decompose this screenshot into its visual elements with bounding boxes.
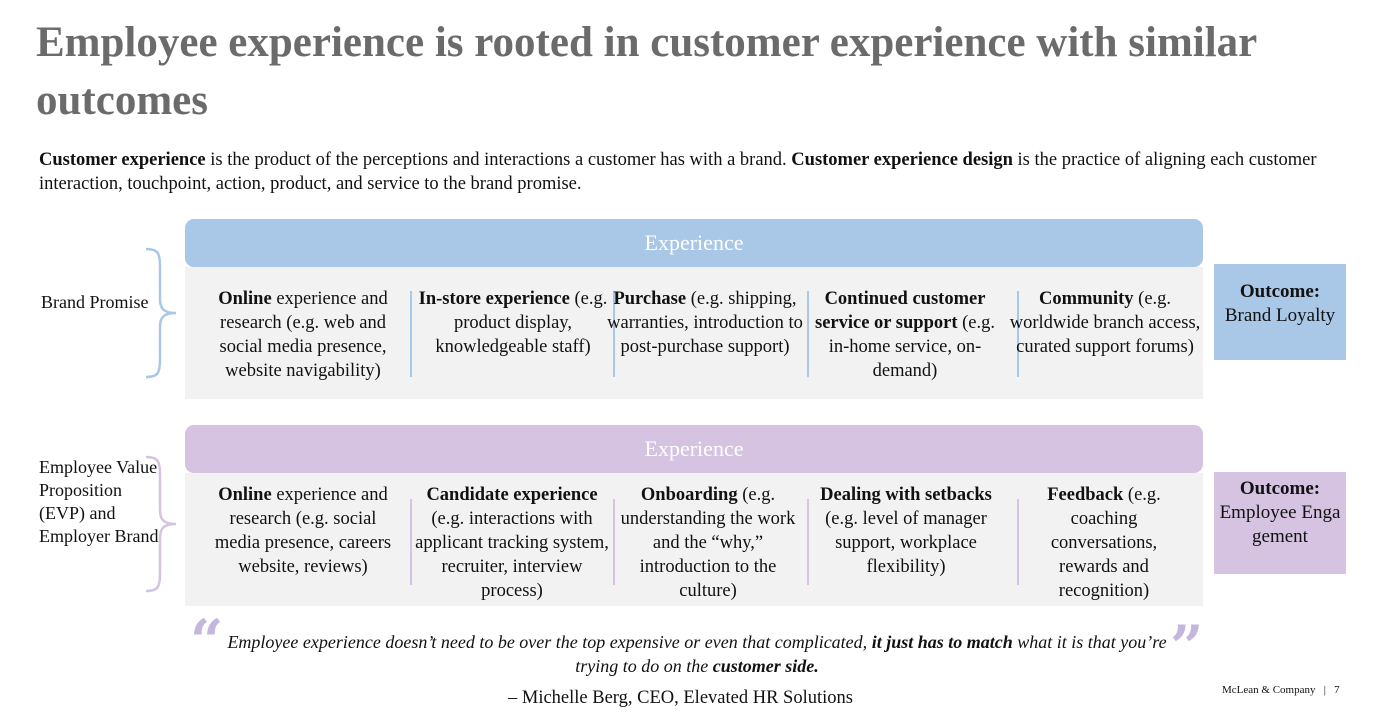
outcome-title: Outcome: [1239,478,1321,499]
customer-col-continued-service: Continued customer service or support (e… [807,287,1003,383]
intro-text-1: is the product of the perceptions and in… [205,150,792,170]
quote-text-2: what it is that you’re trying to do on t… [575,632,1167,676]
column-divider [410,291,412,377]
employee-col-onboarding: Onboarding (e.g. understanding the work … [611,483,805,603]
evp-label: Employee Value Proposition (EVP) and Emp… [39,457,159,546]
customer-col-online-title: Online [218,289,272,309]
employee-col-online-text: experience and research (e.g. social med… [214,485,392,577]
employee-col-setbacks-title: Dealing with setbacks [820,485,992,505]
open-quote-icon: “ [190,607,224,675]
column-divider [1017,499,1019,585]
customer-col-online: Online experience and research (e.g. web… [205,287,401,383]
quote-emphasis-1: it just has to match [871,632,1013,652]
employee-col-feedback: Feedback (e.g. coaching conversations, r… [1031,483,1177,603]
intro-term-cx-design: Customer experience design [791,150,1013,170]
customer-col-purchase-title: Purchase [613,289,687,309]
column-divider [410,499,412,585]
employee-col-setbacks: Dealing with setbacks (e.g. level of man… [811,483,1001,579]
customer-col-continued-service-text: (e.g. in-home service, on-demand) [828,313,995,381]
brand-promise-brace [145,247,177,379]
customer-col-in-store: In-store experience (e.g. product displa… [415,287,611,359]
evp-brace [145,455,177,593]
employee-col-online: Online experience and research (e.g. soc… [205,483,401,579]
quote-text-1: Employee experience doesn’t need to be o… [227,632,872,652]
employee-col-onboarding-text: (e.g. understanding the work and the “wh… [620,485,796,601]
column-divider [613,499,615,585]
employee-engagement-outcome: Outcome: Employee Engagement [1214,472,1346,574]
brand-loyalty-outcome: Outcome: Brand Loyalty [1214,264,1346,360]
customer-col-purchase-text: (e.g. shipping, warranties, introduction… [607,289,803,357]
employee-experience-header: Experience [185,425,1203,473]
intro-paragraph: Customer experience is the product of th… [39,148,1339,196]
customer-col-in-store-text: (e.g. product display, knowledgeable sta… [435,289,608,357]
page-title: Employee experience is rooted in custome… [36,19,1257,124]
intro-term-customer-experience: Customer experience [39,150,206,170]
customer-col-continued-service-title: Continued customer service or support [815,289,986,333]
employee-col-feedback-title: Feedback [1047,485,1124,505]
employee-col-online-title: Online [218,485,272,505]
employee-col-feedback-text: (e.g. coaching conversations, rewards an… [1050,485,1161,601]
column-divider [807,291,809,377]
customer-col-community-text: (e.g. worldwide branch access, curated s… [1009,289,1201,357]
employee-col-candidate: Candidate experience (e.g. interactions … [415,483,609,603]
employee-col-setbacks-text: (e.g. level of manager support, workplac… [825,509,987,577]
employee-col-candidate-text: (e.g. interactions with applicant tracki… [415,509,609,601]
outcome-title: Outcome: [1239,281,1321,302]
testimonial-quote: Employee experience doesn’t need to be o… [222,630,1172,678]
column-divider [613,291,615,377]
brand-promise-label: Brand Promise [41,292,149,312]
column-divider [807,499,809,585]
outcome-value: Brand Loyalty [1224,305,1336,326]
customer-col-in-store-title: In-store experience [418,289,570,309]
employee-experience-panel: Online experience and research (e.g. soc… [185,473,1203,606]
customer-col-purchase: Purchase (e.g. shipping, warranties, int… [607,287,803,359]
intro-text-2: is the practice of aligning each custome… [39,150,1317,194]
employee-col-candidate-title: Candidate experience [426,485,598,505]
close-quote-icon: ” [1170,613,1204,681]
customer-col-online-text: experience and research (e.g. web and so… [219,289,388,381]
customer-col-community-title: Community [1038,289,1134,309]
quote-attribution: – Michelle Berg, CEO, Elevated HR Soluti… [508,688,853,708]
employee-col-onboarding-title: Onboarding [640,485,738,505]
column-divider [1017,291,1019,377]
outcome-value: Employee Engagement [1219,502,1341,547]
customer-experience-panel: Online experience and research (e.g. web… [185,267,1203,399]
quote-emphasis-2: customer side. [712,656,819,676]
customer-col-community: Community (e.g. worldwide branch access,… [1007,287,1203,359]
customer-experience-header: Experience [185,219,1203,267]
footer-company-page: McLean & Company | 7 [1222,684,1340,696]
